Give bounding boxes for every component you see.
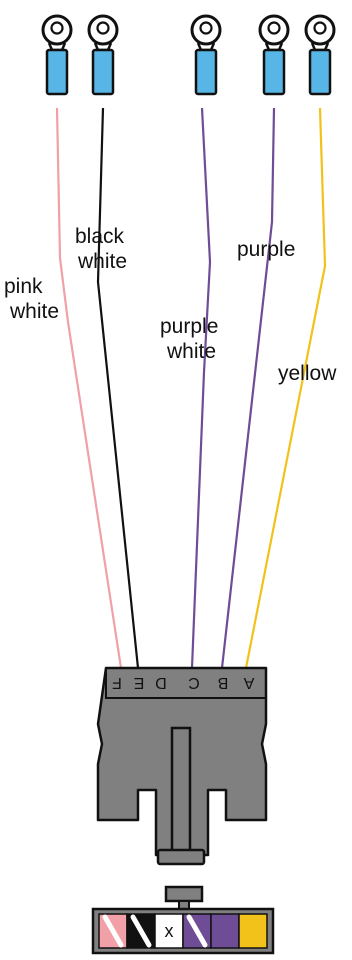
label-pink-white: pink white bbox=[4, 275, 59, 323]
pin-letter-e: E bbox=[134, 674, 145, 691]
connector-housing[interactable]: F E D C B A bbox=[96, 666, 268, 866]
stripe-icon bbox=[186, 914, 208, 948]
connector-face-color-key: x bbox=[91, 885, 275, 955]
pin-letter-c: C bbox=[188, 674, 200, 691]
label-yellow: yellow bbox=[278, 362, 337, 385]
wire-labels: pink white black white purple white purp… bbox=[4, 225, 337, 385]
pin-letter-a: A bbox=[243, 674, 254, 691]
ring-terminal-purple[interactable] bbox=[258, 14, 290, 96]
pin-letter-b: B bbox=[218, 674, 229, 691]
stripe-icon bbox=[130, 914, 152, 948]
stripe-icon bbox=[102, 914, 124, 948]
pin-letter-d: D bbox=[155, 674, 167, 691]
wire-purple-white[interactable] bbox=[190, 107, 212, 669]
wire-yellow[interactable] bbox=[244, 107, 327, 669]
label-black-white: black white bbox=[75, 225, 130, 273]
empty-cell-x-icon: x bbox=[165, 921, 174, 941]
key-cell-yellow bbox=[238, 913, 268, 949]
key-cell-purple bbox=[210, 913, 240, 949]
pin-letters: F E D C B A bbox=[112, 674, 254, 691]
wire-black-white[interactable] bbox=[96, 107, 140, 669]
ring-terminal-yellow[interactable] bbox=[304, 14, 336, 96]
ring-terminal-purple-white[interactable] bbox=[190, 14, 222, 96]
wire-pink-white[interactable] bbox=[55, 107, 123, 669]
key-cell-pink-white bbox=[98, 913, 128, 949]
key-cell-purple-white bbox=[182, 913, 212, 949]
pin-letter-f: F bbox=[112, 674, 122, 691]
label-purple-white: purple white bbox=[160, 315, 224, 363]
ring-terminal-black-white[interactable] bbox=[87, 14, 119, 96]
key-cell-empty: x bbox=[154, 913, 184, 949]
wire-purple[interactable] bbox=[220, 107, 276, 669]
label-purple: purple bbox=[237, 238, 295, 261]
wires bbox=[55, 107, 327, 669]
ring-terminal-pink-white[interactable] bbox=[41, 14, 73, 96]
key-cell-black-white bbox=[126, 913, 156, 949]
ring-terminals bbox=[41, 14, 336, 96]
